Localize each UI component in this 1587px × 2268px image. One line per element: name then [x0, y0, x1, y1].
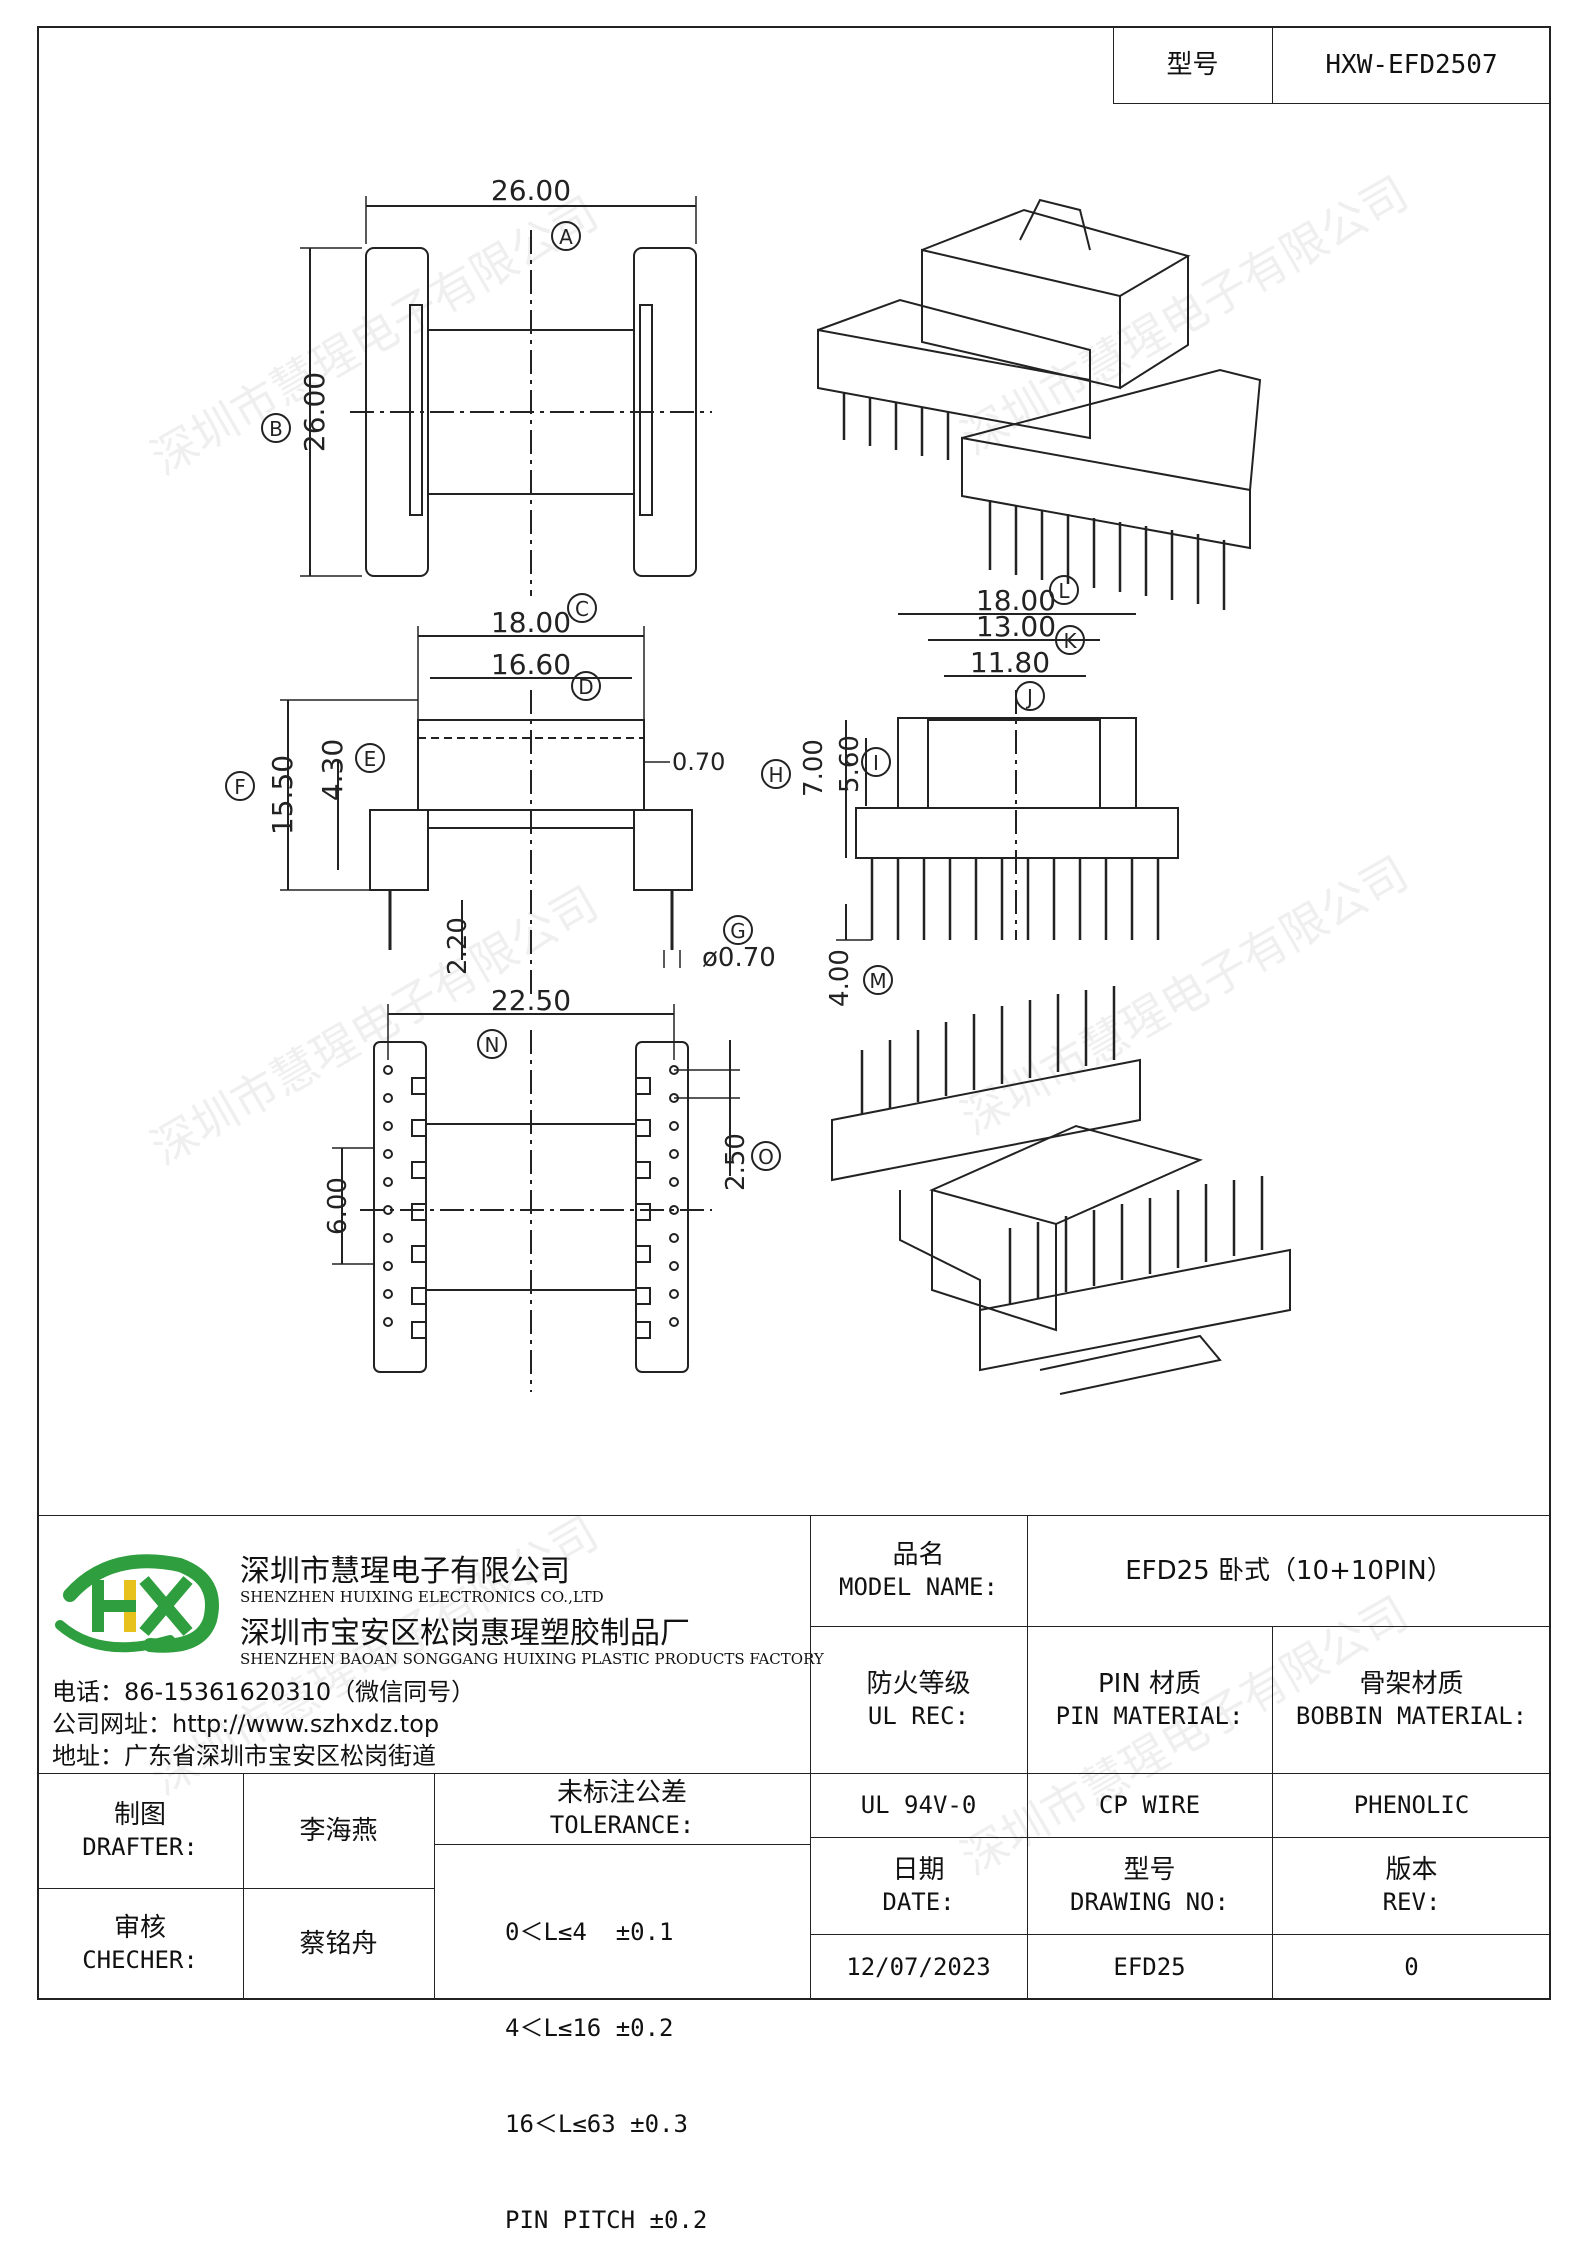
circle-H [761, 759, 791, 789]
top-view [300, 196, 712, 596]
factory-name-cn: 深圳市宝安区松岗惠瑆塑胶制品厂 [240, 1616, 690, 1651]
isometric-view-2 [831, 986, 1291, 1395]
company-name-en: SHENZHEN HUIXING ELECTRONICS CO.,LTD [240, 1588, 604, 1606]
drawing-no-value: EFD25 [1113, 1953, 1186, 1981]
dim-I: 5.60 [835, 735, 865, 793]
circle-L-letter: L [1058, 579, 1070, 603]
date-label: 日期 DATE: [882, 1854, 955, 1916]
date-value: 12/07/2023 [846, 1953, 991, 1981]
circle-F [225, 771, 255, 801]
bobbin-material-value: PHENOLIC [1353, 1791, 1470, 1819]
pin-material-label: PIN 材质 PIN MATERIAL: [1055, 1668, 1244, 1730]
company-name-cn: 深圳市慧瑆电子有限公司 [240, 1554, 570, 1589]
dim-F: 15.50 [266, 755, 299, 835]
title-block-top-rule [37, 1515, 1551, 1516]
circle-A [551, 221, 581, 251]
bobbin-material-label: 骨架材质 BOBBIN MATERIAL: [1295, 1668, 1528, 1730]
drawing-sheet [37, 26, 1551, 2000]
circle-M [863, 965, 893, 995]
dim-G: ø0.70 [702, 943, 776, 973]
model-name-label: 品名 MODEL NAME: [839, 1539, 998, 1601]
circle-F-letter: F [234, 775, 246, 799]
tolerance-line: 16＜L≤63 ±0.3 [505, 2110, 688, 2138]
ul-rec-value: UL 94V-0 [860, 1791, 977, 1819]
circle-G [723, 915, 753, 945]
tolerance-line: PIN PITCH ±0.2 [505, 2206, 708, 2234]
circle-N [477, 1029, 507, 1059]
tolerance-table: 0＜L≤4 ±0.1 4＜L≤16 ±0.2 16＜L≤63 ±0.3 PIN … [505, 1852, 707, 2268]
circle-B [261, 413, 291, 443]
side-view [836, 613, 1179, 941]
dim-D: 16.60 [491, 648, 571, 681]
company-address: 地址：广东省深圳市宝安区松岗街道 [52, 1742, 436, 1770]
dim-C: 18.00 [491, 606, 571, 639]
circle-K [1055, 625, 1085, 655]
pin-material-value: CP WIRE [1098, 1791, 1201, 1819]
dim-A: 26.00 [491, 174, 571, 207]
circle-K-letter: K [1063, 629, 1077, 653]
circle-D-letter: D [578, 675, 593, 699]
company-logo [55, 1554, 219, 1653]
circle-E-letter: E [364, 747, 377, 771]
dim-wall: 0.70 [672, 748, 725, 776]
circle-A-letter: A [559, 225, 573, 249]
circle-L [1049, 575, 1079, 605]
dim-P: 6.00 [323, 1177, 353, 1235]
tolerance-label: 未标注公差 TOLERANCE: [549, 1777, 695, 1839]
circle-O-letter: O [758, 1145, 774, 1169]
circle-H-letter: H [768, 763, 783, 787]
dim-M: 4.00 [825, 949, 855, 1007]
checker-value: 蔡铭舟 [299, 1929, 378, 1959]
circle-B-letter: B [269, 417, 283, 441]
drafter-label: 制图 DRAFTER: [82, 1799, 198, 1861]
tolerance-line: 0＜L≤4 ±0.1 [505, 1918, 674, 1946]
factory-name-en: SHENZHEN BAOAN SONGGANG HUIXING PLASTIC … [240, 1650, 824, 1668]
part-number-value: HXW-EFD2507 [1325, 50, 1498, 80]
dim-B: 26.00 [298, 372, 331, 452]
dim-H: 7.00 [799, 739, 829, 797]
circle-M-letter: M [869, 969, 886, 993]
dim-O: 2.50 [721, 1133, 751, 1191]
circle-C-letter: C [575, 597, 589, 621]
circle-N-letter: N [485, 1033, 500, 1057]
drafter-value: 李海燕 [299, 1815, 378, 1846]
front-view [280, 626, 693, 1000]
dim-J: 11.80 [970, 646, 1050, 679]
isometric-view-1 [817, 198, 1262, 610]
company-website: 公司网址：http://www.szhxdz.top [52, 1710, 440, 1738]
company-phone: 电话：86-15361620310（微信同号） [52, 1678, 476, 1706]
rev-value: 0 [1404, 1953, 1419, 1981]
drawing-no-label: 型号 DRAWING NO: [1070, 1854, 1229, 1916]
dim-K: 13.00 [976, 610, 1056, 643]
circle-G-letter: G [730, 919, 746, 943]
part-number-box [1113, 26, 1551, 104]
circle-O [751, 1141, 781, 1171]
checker-label: 审核 CHECHER: [82, 1913, 198, 1974]
dim-lead: 2.20 [443, 917, 473, 975]
technical-drawing: 26.00 A 26.00 B [225, 174, 1291, 1395]
circle-E [355, 743, 385, 773]
circle-C [567, 593, 597, 623]
pin-view [332, 1004, 740, 1392]
circle-I [861, 747, 891, 777]
dim-L: 18.00 [976, 584, 1056, 617]
dim-N: 22.50 [491, 984, 571, 1017]
part-number-label: 型号 [1166, 50, 1219, 80]
circle-J-letter: J [1025, 685, 1033, 709]
rev-label: 版本 REV: [1382, 1854, 1441, 1916]
model-name-value: EFD25 卧式（10+10PIN） [1125, 1555, 1453, 1586]
ul-rec-label: 防火等级 UL REC: [866, 1668, 971, 1730]
circle-I-letter: I [873, 751, 879, 775]
dim-E: 4.30 [316, 739, 349, 801]
tolerance-line: 4＜L≤16 ±0.2 [505, 2014, 674, 2042]
circle-D [571, 671, 601, 701]
circle-J [1015, 681, 1045, 711]
